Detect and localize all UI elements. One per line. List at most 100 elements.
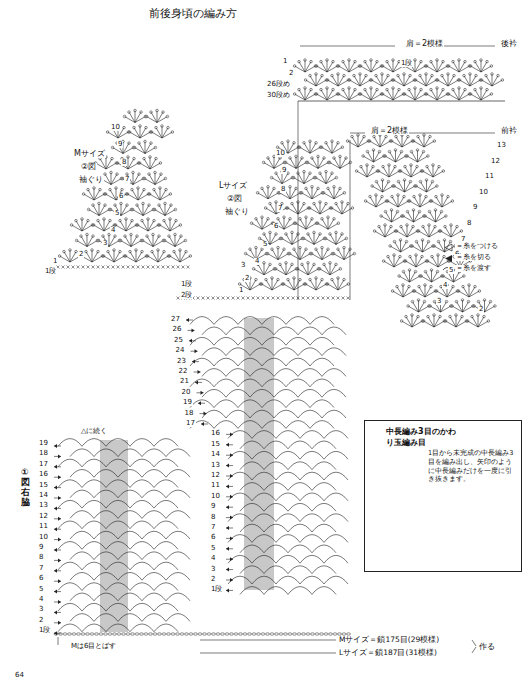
row-number: 1 <box>238 287 244 294</box>
note-label: Lサイズ＝鎖187目(31模様) <box>338 649 438 657</box>
note-label: 作る <box>478 643 496 651</box>
row-number: 1段 <box>180 281 193 288</box>
note-label: Mは6目とばす <box>70 643 118 650</box>
note-label: Lサイズ <box>218 182 248 190</box>
row-number: 30段め <box>266 92 291 99</box>
note-label: ②図 <box>80 163 97 171</box>
row-number: 17 <box>38 461 49 468</box>
row-number: 10 <box>210 493 221 500</box>
row-number: 9 <box>281 167 287 174</box>
chart-title: 前後身頃の編み方 <box>148 8 238 19</box>
row-number: 18 <box>38 450 49 457</box>
row-number: 3 <box>102 240 108 247</box>
row-number: 5 <box>210 545 216 552</box>
row-number: 1 <box>282 58 288 65</box>
row-number: 3 <box>210 566 216 573</box>
row-number: 18 <box>184 410 195 417</box>
row-number: 16 <box>38 471 49 478</box>
row-number: 17 <box>185 420 196 427</box>
row-number: 7 <box>460 236 466 243</box>
row-number: 12 <box>490 158 501 165</box>
note-label: 袖ぐり <box>78 176 104 184</box>
row-number: 9 <box>38 544 44 551</box>
row-number: 2 <box>478 306 484 313</box>
note-label: ②図 <box>226 195 243 203</box>
row-number: 25 <box>173 337 184 344</box>
row-number: 7 <box>277 205 283 212</box>
box-body: 1目から未完成の中長編み3目を編み出し、矢印のように中長編みだけを一度に引き抜き… <box>427 449 519 484</box>
row-number: 8 <box>38 554 44 561</box>
row-number: 5 <box>114 210 120 217</box>
row-number: 1段 <box>400 60 413 67</box>
row-number: 13 <box>210 462 221 469</box>
row-number: 14 <box>38 492 49 499</box>
row-number: 11 <box>210 482 221 489</box>
row-number: 14 <box>210 451 221 458</box>
row-number: 8 <box>466 220 472 227</box>
legend-text: ＝糸を切る <box>455 254 492 261</box>
row-number: 15 <box>38 482 49 489</box>
row-number: 4 <box>254 258 260 265</box>
row-number: 19 <box>182 399 193 406</box>
note-label: △に続く <box>80 428 108 435</box>
row-number: 2 <box>244 275 250 282</box>
row-number: 12 <box>210 472 221 479</box>
row-number: 6 <box>118 193 124 200</box>
row-number: 7 <box>124 176 130 183</box>
row-number: 4 <box>110 227 116 234</box>
row-number: 19 <box>38 440 49 447</box>
row-number: 4 <box>38 596 44 603</box>
row-number: 1段 <box>38 627 51 634</box>
row-number: 27 <box>170 316 181 323</box>
row-number: 8 <box>121 159 127 166</box>
row-number: 21 <box>179 378 190 385</box>
note-label: 肩＝2模様 <box>405 40 444 48</box>
row-number: 4 <box>442 282 448 289</box>
row-number: 6 <box>210 534 216 541</box>
row-number: 5 <box>448 267 454 274</box>
row-number: 22 <box>178 368 189 375</box>
row-number: 26段め <box>266 81 291 88</box>
row-number: 9 <box>117 141 123 148</box>
row-number: 1 <box>52 258 58 265</box>
row-number: 7 <box>38 565 44 572</box>
row-number: 9 <box>472 204 478 211</box>
row-number: 3 <box>436 298 442 305</box>
row-number: 10 <box>478 189 489 196</box>
row-number: 16 <box>210 430 221 437</box>
row-number: 2 <box>38 617 44 624</box>
row-number: 5 <box>38 586 44 593</box>
note-label: 肩＝2模様 <box>370 127 409 135</box>
box-heading: 中長編み3目のかわり玉編み目 <box>385 427 459 449</box>
row-number: 4 <box>210 555 216 562</box>
row-number: 2 <box>210 576 216 583</box>
note-label: Mサイズ <box>73 150 106 158</box>
row-number: 3 <box>240 262 246 269</box>
note-label: 袖ぐり <box>224 208 250 216</box>
row-number: 24 <box>175 347 186 354</box>
legend-text: ＝糸を渡す <box>455 265 492 272</box>
row-number: 6 <box>273 223 279 230</box>
row-number: 10 <box>110 124 121 131</box>
row-number: 13 <box>496 142 507 149</box>
legend-text: ＝糸をつける <box>455 243 499 250</box>
row-number: 10 <box>275 150 286 157</box>
note-label: ①図右脇 <box>20 468 31 508</box>
row-number: 12 <box>38 513 49 520</box>
row-number: 2 <box>288 70 294 77</box>
row-number: 64 <box>14 672 25 679</box>
row-number: 1段 <box>44 268 57 275</box>
row-number: 20 <box>181 389 192 396</box>
note-label: 前衿 <box>500 127 518 135</box>
row-number: 13 <box>38 502 49 509</box>
explanation-box: 中長編み3目のかわり玉編み目1目から未完成の中長編み3目を編み出し、矢印のように… <box>364 420 522 572</box>
row-number: 26 <box>172 326 183 333</box>
row-number: 8 <box>280 186 286 193</box>
row-number: 2段 <box>180 292 193 299</box>
row-number: 15 <box>210 441 221 448</box>
row-number: 3 <box>38 606 44 613</box>
row-number: 9 <box>210 503 216 510</box>
row-number: 23 <box>176 358 187 365</box>
